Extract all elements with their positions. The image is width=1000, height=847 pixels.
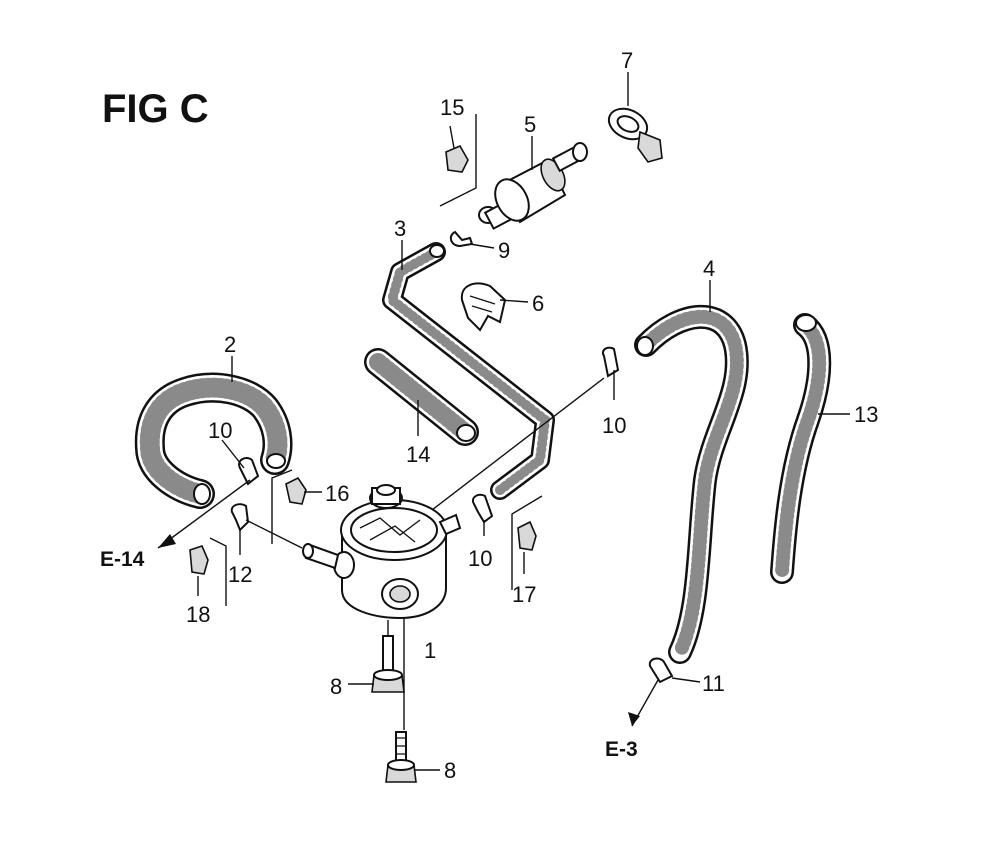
clip-16: [285, 476, 307, 505]
hose-2: [134, 372, 293, 509]
clip-12: [230, 503, 250, 532]
clip-18: [189, 545, 209, 575]
callout-13: 13: [854, 402, 878, 427]
clip-17: [517, 520, 537, 551]
callout-8-lower: 8: [444, 758, 456, 783]
callout-15: 15: [440, 95, 464, 120]
callout-10-left: 10: [208, 418, 232, 443]
callout-11: 11: [702, 671, 725, 696]
clip-10-upper: [602, 346, 620, 378]
callout-18: 18: [186, 602, 210, 627]
callout-4: 4: [703, 256, 715, 281]
callout-3: 3: [394, 216, 406, 241]
callout-14: 14: [406, 442, 430, 467]
callout-10-upper: 10: [602, 413, 626, 438]
clip-10-right: [472, 493, 494, 524]
callout-2: 2: [224, 332, 236, 357]
callout-6: 6: [532, 291, 544, 316]
fuel-filter-5: [478, 142, 588, 230]
callout-12: 12: [228, 562, 252, 587]
fuel-body-1: [302, 484, 462, 620]
reference-e14: E-14: [100, 548, 145, 571]
reference-e3: E-3: [605, 738, 638, 761]
clip-11: [648, 657, 674, 684]
clip-9: [449, 230, 474, 248]
clip-10-left: [238, 457, 260, 486]
callout-8-upper: 8: [330, 674, 342, 699]
callout-5: 5: [524, 112, 536, 137]
clip-15: [445, 144, 469, 173]
bolt-8-lower: [385, 731, 417, 783]
callout-16: 16: [325, 481, 349, 506]
callout-10-right: 10: [468, 546, 492, 571]
callout-9: 9: [498, 238, 510, 263]
callout-17: 17: [512, 582, 536, 607]
callout-1: 1: [424, 638, 436, 663]
callout-7: 7: [621, 48, 633, 73]
clip-6: [460, 282, 507, 332]
clamp-7: [607, 107, 663, 163]
figure-title: FIG C: [102, 87, 209, 131]
hose-3: [382, 242, 555, 500]
hose-14: [364, 348, 479, 446]
hose-13: [770, 313, 832, 584]
bolt-8-upper: [371, 635, 405, 693]
leader-lines: [157, 72, 850, 771]
hose-4: [634, 304, 749, 664]
